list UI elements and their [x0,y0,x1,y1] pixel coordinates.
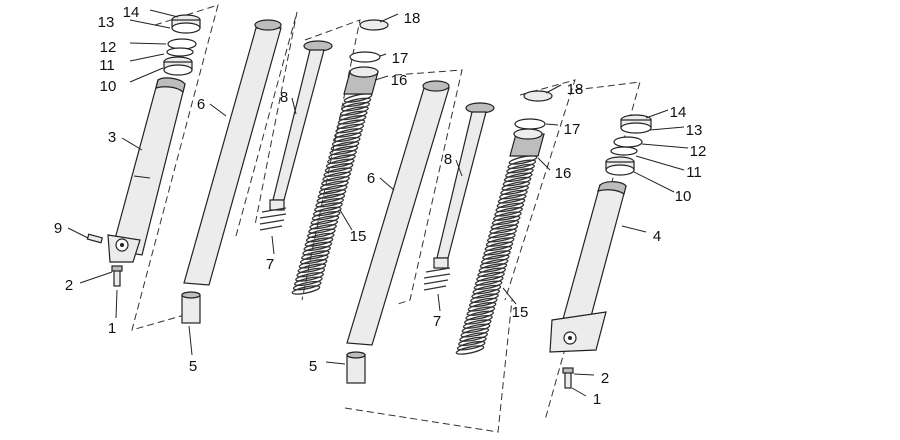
right-fork-spring [455,155,538,355]
callout-14: 14 [123,4,140,21]
left-screws [86,233,123,287]
left-fork-tube [181,19,282,324]
callout-18: 18 [567,81,584,98]
callout-14: 14 [670,104,687,121]
right-top-rings [605,114,652,176]
callout-15: 15 [512,304,529,321]
callout-16: 16 [391,72,408,89]
right-screws [562,367,574,389]
callout-10: 10 [675,188,692,205]
callout-12: 12 [690,143,707,160]
callout-2: 2 [65,277,73,294]
callout-10: 10 [100,78,117,95]
callout-5: 5 [189,358,197,375]
callout-16: 16 [555,165,572,182]
callout-1: 1 [593,391,601,408]
callout-6: 6 [367,170,375,187]
callout-11: 11 [686,164,702,181]
callout-8: 8 [280,89,288,106]
callout-11: 11 [99,57,115,74]
callout-13: 13 [98,14,115,31]
right-top-cap [509,90,553,157]
callout-13: 13 [686,122,703,139]
right-damper-rod [423,102,495,291]
left-top-cap [343,19,389,95]
callout-5: 5 [309,358,317,375]
right-fork-tube [346,80,450,384]
callout-18: 18 [404,10,421,27]
callout-4: 4 [653,228,661,245]
callout-15: 15 [350,228,367,245]
callout-9: 9 [54,220,62,237]
left-damper-rod [259,40,333,231]
left-fork-slider [107,77,186,263]
callout-6: 6 [197,96,205,113]
callout-2: 2 [601,370,609,387]
callout-1: 1 [108,320,116,337]
callout-12: 12 [100,39,117,56]
callout-17: 17 [392,50,409,67]
left-top-rings [163,14,201,76]
callout-8: 8 [444,151,452,168]
callout-17: 17 [564,121,581,138]
callout-7: 7 [433,313,441,330]
callout-7: 7 [266,256,274,273]
callout-3: 3 [108,129,116,146]
left-fork-spring [291,93,373,295]
right-fork-slider [549,181,627,353]
leader-lines [67,9,689,397]
callout-labels: 1413121110392165871817161565871817161514… [54,4,707,408]
